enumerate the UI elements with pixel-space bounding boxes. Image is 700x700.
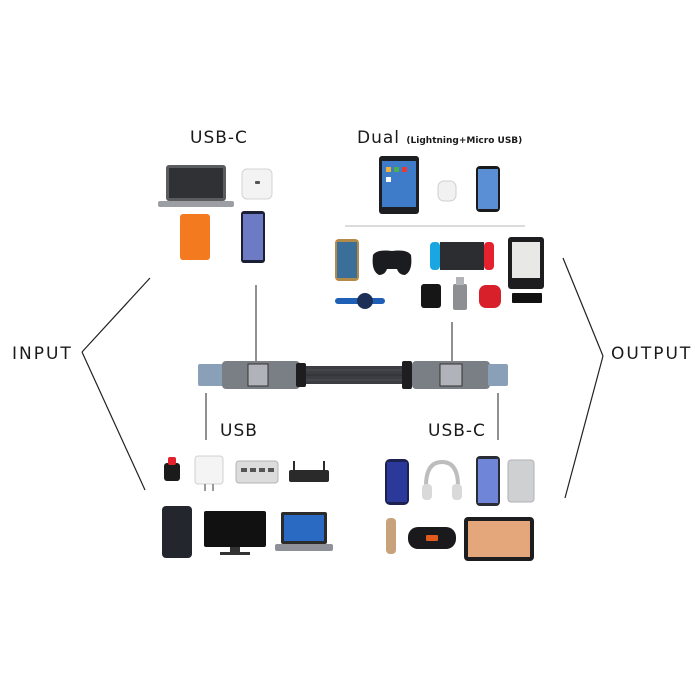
input-line-lower (81, 351, 146, 491)
nintendo-switch-icon (430, 242, 494, 270)
router-icon (289, 461, 329, 482)
usbc-top-label: USB-C (190, 128, 248, 148)
tablet-icon (464, 517, 534, 561)
input-label: INPUT (12, 344, 73, 364)
android-phone-icon (476, 456, 500, 506)
macbook-icon (158, 165, 234, 207)
usbc-charger-icon (241, 168, 273, 200)
samsung-phone-icon (241, 211, 265, 263)
dual-label: Dual (Lightning+Micro USB) (357, 128, 522, 148)
headphones-icon (422, 459, 462, 500)
lightning-tip-right (439, 363, 463, 387)
output-label: OUTPUT (611, 344, 693, 364)
right-collar (402, 361, 412, 389)
usb-hub-icon (235, 460, 279, 484)
iphone-icon (476, 166, 500, 212)
ipad-icon (379, 156, 419, 214)
cable-assembly (198, 361, 508, 389)
jbl-speaker-icon (408, 527, 456, 549)
monitor-icon (204, 511, 266, 555)
dual-sub: (Lightning+Micro USB) (406, 136, 523, 146)
input-line-upper (81, 277, 151, 353)
airpods-icon (437, 180, 457, 202)
smartwatch-icon (335, 293, 385, 309)
car-charger-icon (164, 457, 180, 481)
power-bank-black-icon (421, 284, 441, 308)
usbc-tip-left (247, 363, 269, 387)
card-icon (512, 293, 542, 303)
usbc-bottom-label: USB-C (428, 421, 486, 441)
red-speaker-icon (479, 285, 501, 308)
vape-icon (453, 277, 467, 310)
usb-a-plug (198, 364, 226, 386)
laptop-windows-icon (275, 512, 333, 551)
gamepad-icon (372, 250, 412, 275)
kindle-icon (508, 237, 544, 289)
left-collar (296, 363, 306, 387)
output-line-lower (564, 355, 604, 499)
orange-powerbank-icon (180, 214, 210, 260)
dual-main: Dual (357, 128, 401, 148)
galaxy-phone-icon (385, 459, 409, 505)
wall-adapter-icon (194, 455, 224, 491)
silver-powerbank-icon (507, 459, 535, 503)
usb-bottom-label: USB (220, 421, 258, 441)
power-bank-dark-icon (162, 506, 192, 558)
galaxy-phone-icon (335, 239, 359, 281)
output-line-upper (562, 257, 604, 357)
stick-device-icon (386, 518, 396, 554)
usbc-plug-right (488, 364, 508, 386)
